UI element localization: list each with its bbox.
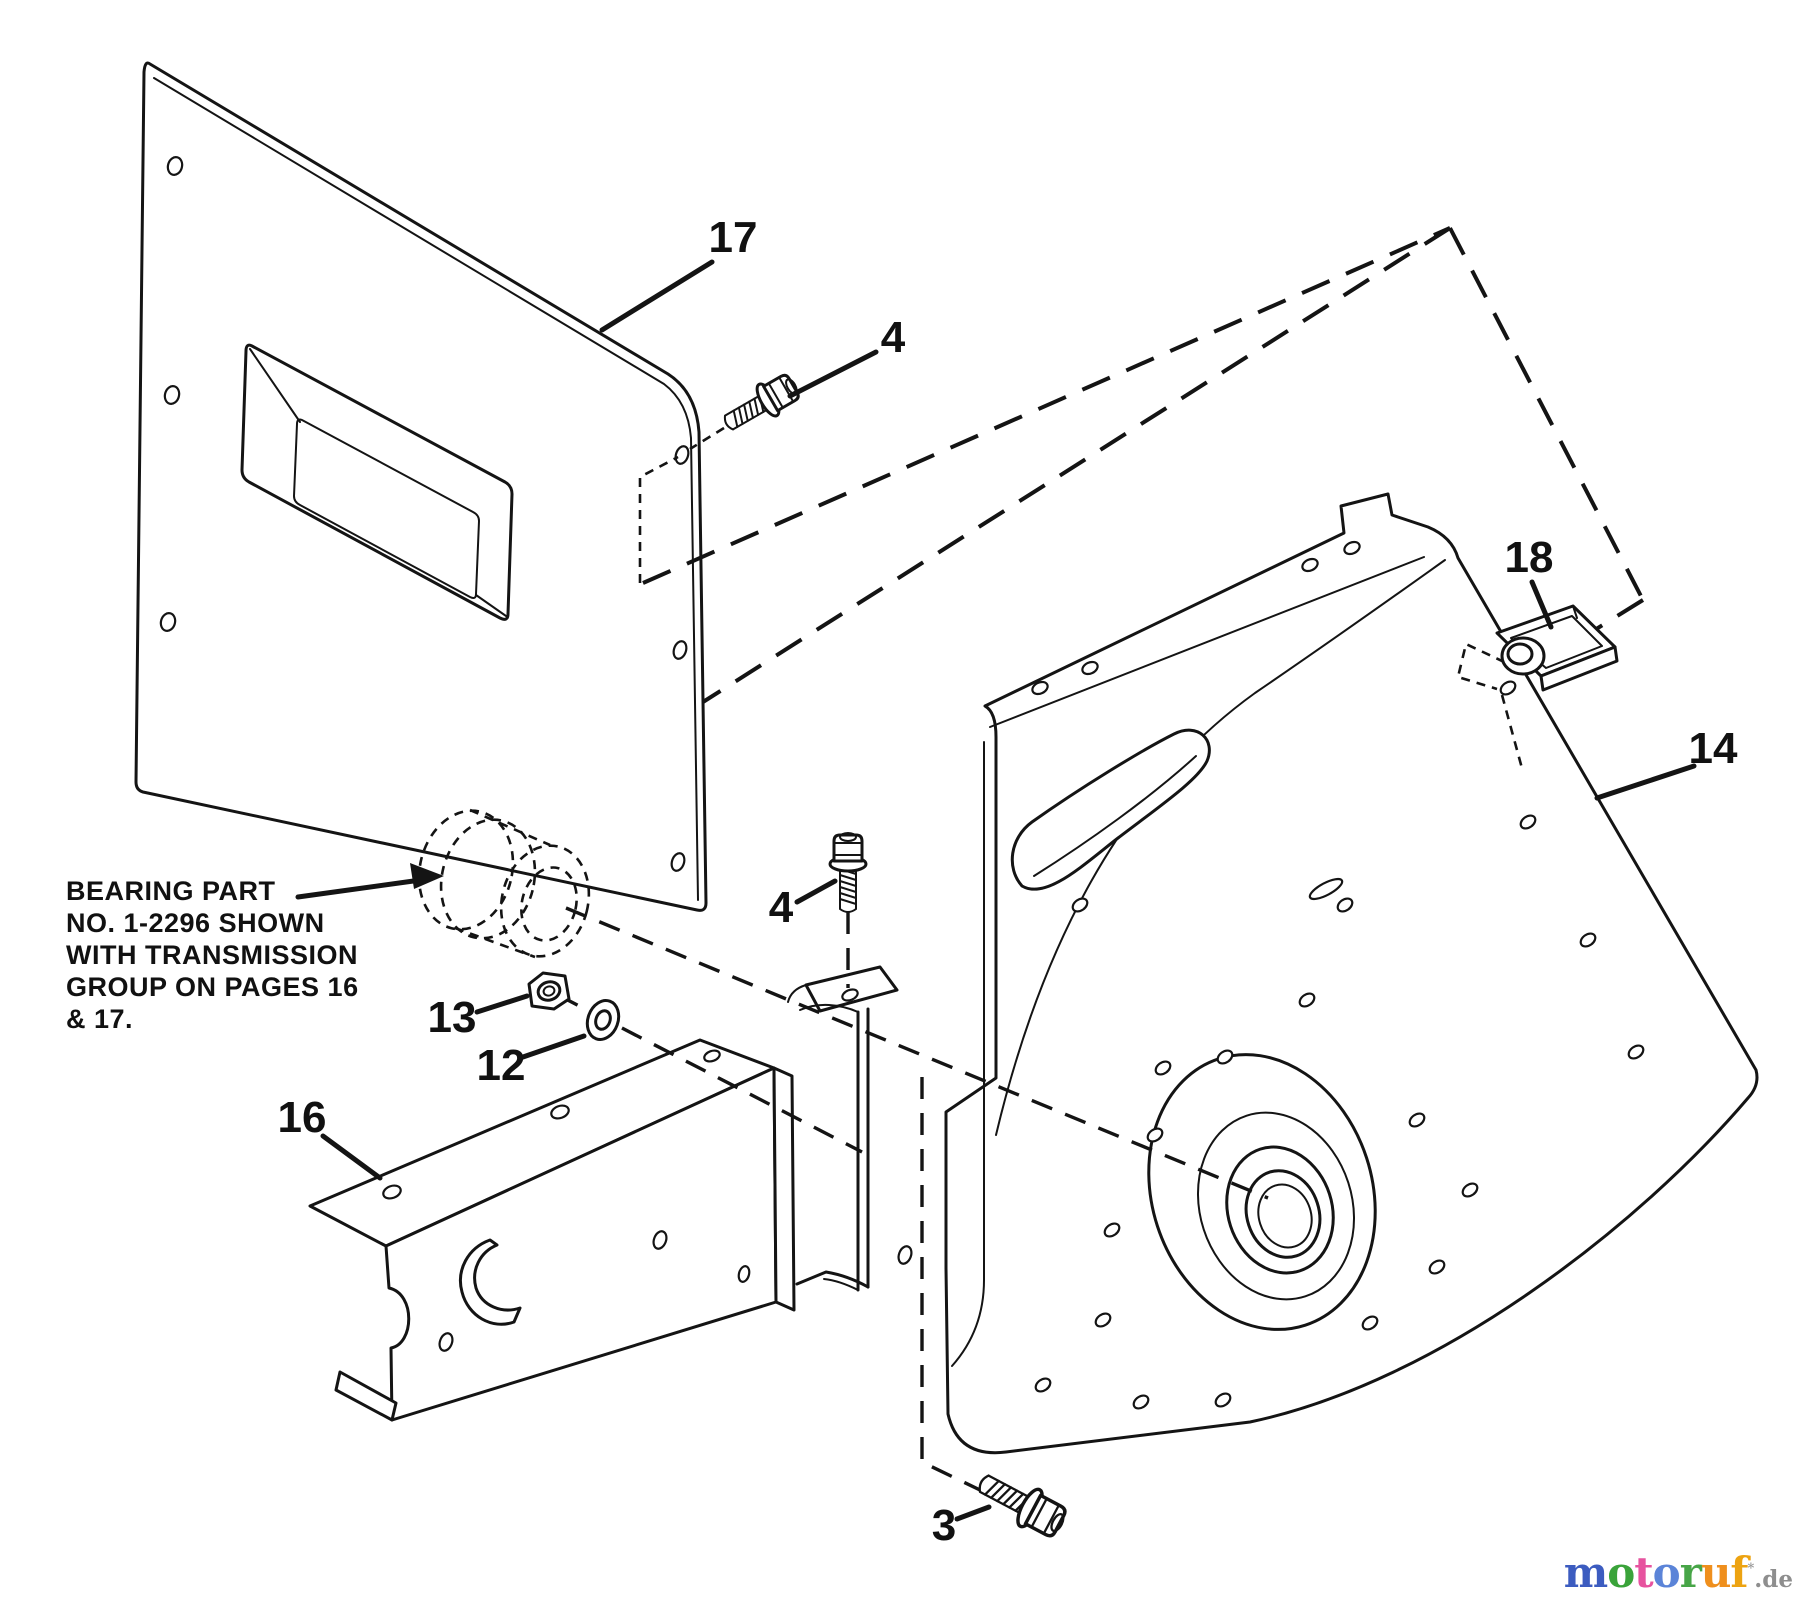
- flange-bend-line: [951, 741, 985, 1367]
- callout-4-center: 4: [769, 878, 838, 932]
- part-number-14: 14: [1689, 724, 1738, 773]
- bracket-end-face: [772, 1066, 796, 1312]
- watermark-logo[interactable]: motoruf*.de: [1564, 1552, 1793, 1594]
- watermark-domain: .de: [1754, 1566, 1793, 1593]
- embossed-recess: [240, 343, 514, 621]
- hex-nut-13: [527, 971, 571, 1011]
- callout-17: 17: [599, 213, 758, 333]
- bracket-holes: [382, 1049, 751, 1352]
- bearing-note: BEARING PART NO. 1-2296 SHOWN WITH TRANS…: [66, 863, 444, 1034]
- callout-16: 16: [278, 1093, 383, 1181]
- side-panel-14-face: [944, 492, 1759, 1455]
- hidden-edge-line: [920, 1077, 981, 1492]
- part-number-17: 17: [709, 213, 758, 262]
- bearing-phantom: [417, 808, 591, 959]
- panel-crease-curve: [995, 559, 1446, 1136]
- part-number-4-center: 4: [769, 883, 794, 932]
- note-arrowhead: [410, 863, 444, 889]
- callout-13: 13: [428, 993, 530, 1042]
- part-number-18: 18: [1505, 533, 1554, 582]
- flange-bolt-4-upper: [715, 367, 806, 442]
- axle-hub: [1147, 1053, 1377, 1331]
- rear-panel-17-face: [134, 61, 708, 912]
- clip-nut-alignment-marks: [1456, 642, 1525, 773]
- side-panel-left-tab: [787, 965, 913, 1292]
- note-line-1: BEARING PART: [66, 876, 276, 906]
- rear-panel-17: [134, 61, 708, 912]
- clip-nut-18: [1495, 604, 1619, 692]
- support-bracket-16: [308, 1038, 796, 1422]
- note-line-4: GROUP ON PAGES 16: [66, 972, 359, 1002]
- side-panel-14: [944, 492, 1759, 1455]
- hand-slot-cutout: [1010, 728, 1211, 891]
- watermark-letter: m: [1563, 1548, 1608, 1597]
- hidden-hole-outline: [638, 455, 679, 583]
- note-line-5: & 17.: [66, 1004, 133, 1034]
- callout-18: 18: [1505, 533, 1554, 630]
- rear-panel-holes: [159, 156, 690, 872]
- oblong-slot: [1308, 877, 1344, 901]
- note-line-2: NO. 1-2296 SHOWN: [66, 908, 325, 938]
- watermark-letter: t: [1634, 1548, 1653, 1597]
- flat-washer-12: [585, 999, 621, 1041]
- part-number-16: 16: [278, 1093, 327, 1142]
- callout-12: 12: [477, 1033, 587, 1090]
- watermark-letter: r: [1679, 1548, 1702, 1597]
- callout-14: 14: [1594, 724, 1738, 801]
- phantom-panel-outline: [642, 226, 1645, 704]
- watermark-star: *: [1747, 1561, 1755, 1576]
- watermark-letter: o: [1652, 1548, 1681, 1597]
- watermark-letter: f: [1730, 1548, 1748, 1597]
- watermark-letter: u: [1700, 1548, 1732, 1597]
- callout-3: 3: [932, 1501, 992, 1550]
- bracket-bottom-lip: [334, 1370, 398, 1422]
- bracket-j-slot: [459, 1238, 522, 1326]
- part-number-3: 3: [932, 1501, 956, 1550]
- callout-4-upper: 4: [787, 313, 906, 399]
- part-number-12: 12: [477, 1041, 526, 1090]
- bearing-axis-line: [565, 906, 1269, 1200]
- part-number-13: 13: [428, 993, 477, 1042]
- flange-bolt-3-lower: [969, 1462, 1073, 1545]
- panel-hem-line: [153, 77, 699, 901]
- top-flange-crease: [989, 556, 1425, 728]
- note-line-3: WITH TRANSMISSION: [66, 940, 358, 970]
- flange-bolt-4-center: [828, 831, 868, 914]
- watermark-letter: o: [1607, 1548, 1635, 1597]
- bolt-4-alignment-line: [689, 426, 725, 451]
- side-panel-holes: [1031, 540, 1645, 1410]
- note-arrow-line: [295, 876, 431, 900]
- part-number-4-upper: 4: [881, 313, 906, 362]
